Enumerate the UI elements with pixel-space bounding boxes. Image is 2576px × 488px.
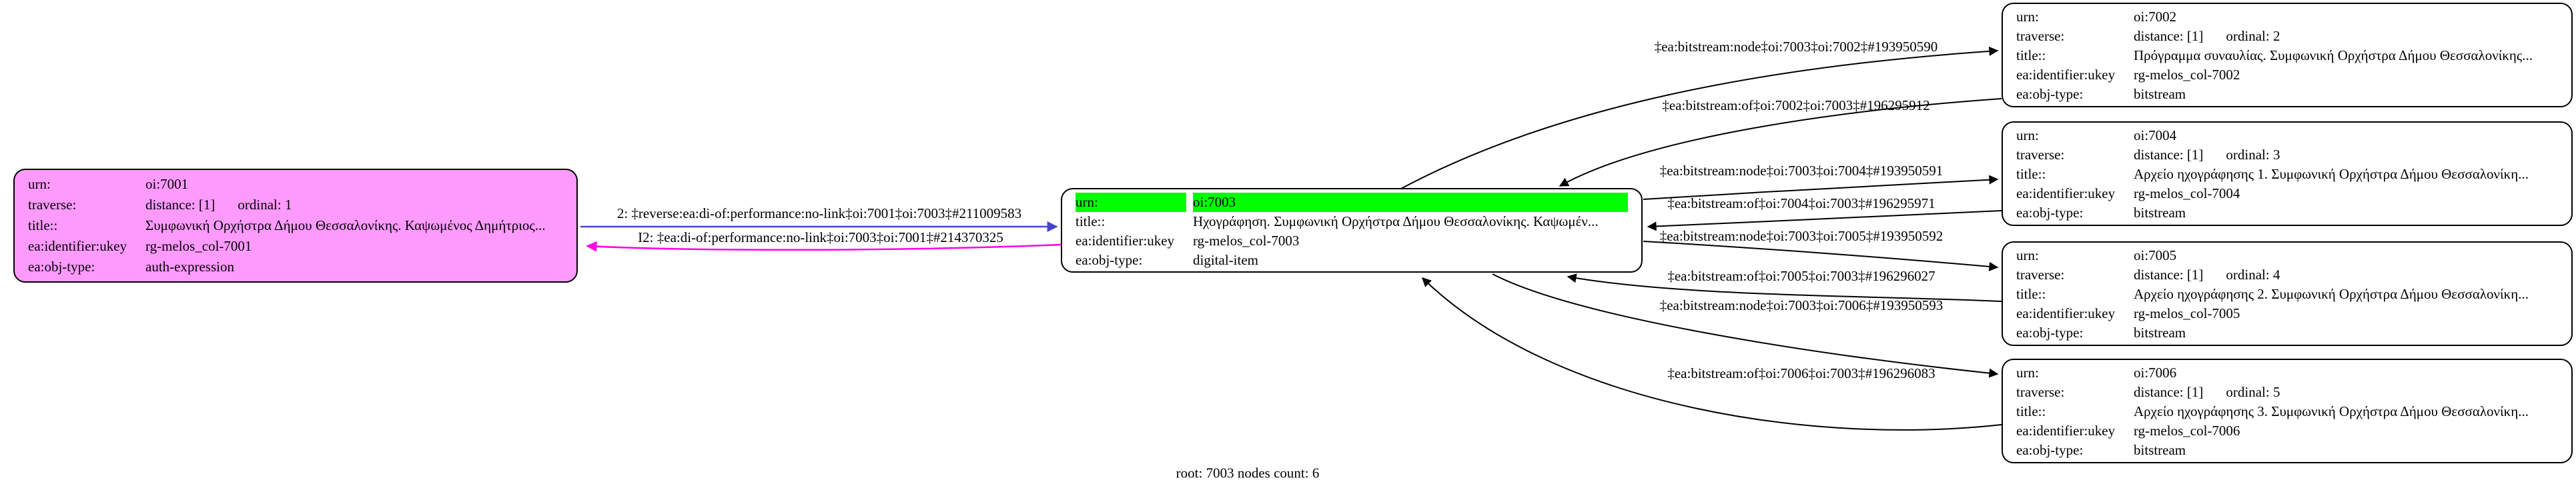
node-row: urn:oi:7004 [2016,127,2177,143]
node-row: traverse:distance: [1]ordinal: 4 [2016,267,2280,283]
edge-label-node-7003-7005: ‡ea:bitstream:node‡oi:7003‡oi:7005‡#1939… [1659,228,1944,244]
node-row: title::Πρόγραμμα συναυλίας. Συμφωνική Ορ… [2016,47,2533,63]
node-row: traverse:distance: [1]ordinal: 5 [2016,384,2280,400]
node-row: traverse:distance: [1]ordinal: 1 [28,197,292,213]
edge-of-7002-7003 [1559,98,2002,187]
node-row-highlighted: urn:oi:7003 [1062,193,1641,212]
node-row: title::Αρχείο ηχογράφησης 2. Συμφωνική Ο… [2016,286,2529,302]
edge-label-of-7005-7003: ‡ea:bitstream:of‡oi:7005‡oi:7003‡#196296… [1667,268,1936,284]
edge-node-7003-7006 [1492,273,1999,378]
edge-node-7003-7005 [1643,241,1999,271]
edge-label-forward-7001-7003: 2: ‡reverse:ea:di-of:performance:no-link… [616,205,1022,221]
node-row: ea:obj-type:bitstream [2016,442,2186,458]
node-oi-7001[interactable]: urn:oi:7001 traverse:distance: [1]ordina… [13,169,578,283]
node-row: title::Αρχείο ηχογράφησης 3. Συμφωνική Ο… [2016,403,2529,419]
node-row: urn:oi:7001 [28,176,189,192]
node-oi-7003-root[interactable]: urn:oi:7003 title::Ηχογράφηση. Συμφωνική… [1061,188,1643,273]
node-row: ea:obj-type:bitstream [2016,86,2186,102]
node-row: ea:obj-type:bitstream [2016,325,2186,341]
edge-of-7006-7003 [1421,277,2002,431]
node-row: ea:obj-type:digital-item [1076,252,1258,268]
node-row: ea:obj-type:auth-expression [28,259,234,275]
node-row: urn:oi:7002 [2016,9,2177,25]
edge-label-back-7003-7001: I2: ‡ea:di-of:performance:no-link‡oi:700… [638,229,1003,245]
node-oi-7002[interactable]: urn:oi:7002 traverse:distance: [1]ordina… [2002,3,2573,107]
edge-of-7004-7003 [1647,210,2002,231]
node-row: traverse:distance: [1]ordinal: 3 [2016,147,2280,163]
edge-label-node-7003-7004: ‡ea:bitstream:node‡oi:7003‡oi:7004‡#1939… [1659,163,1944,179]
graph-caption: root: 7003 nodes count: 6 [1176,465,1320,481]
node-oi-7006[interactable]: urn:oi:7006 traverse:distance: [1]ordina… [2002,359,2573,463]
node-oi-7004[interactable]: urn:oi:7004 traverse:distance: [1]ordina… [2002,121,2573,226]
edge-label-node-7003-7006: ‡ea:bitstream:node‡oi:7003‡oi:7006‡#1939… [1659,297,1944,313]
node-oi-7005[interactable]: urn:oi:7005 traverse:distance: [1]ordina… [2002,241,2573,346]
edge-label-node-7003-7002: ‡ea:bitstream:node‡oi:7003‡oi:7002‡#1939… [1654,39,1938,55]
node-row: title::Αρχείο ηχογράφησης 1. Συμφωνική Ο… [2016,166,2529,182]
edge-of-7005-7003 [1567,273,2002,302]
edge-node-7003-7004 [1643,175,1999,200]
edge-label-of-7002-7003: ‡ea:bitstream:of‡oi:7002‡oi:7003‡#196295… [1662,97,1930,113]
node-row: ea:obj-type:bitstream [2016,205,2186,221]
edge-label-of-7006-7003: ‡ea:bitstream:of‡oi:7006‡oi:7003‡#196296… [1667,365,1936,381]
node-row: urn:oi:7006 [2016,365,2177,381]
edge-node-7003-7002 [1400,46,1999,189]
node-row: urn:oi:7005 [2016,247,2177,263]
edge-back-7003-7001 [586,241,1061,252]
node-row: title::Συμφωνική Ορχήστρα Δήμου Θεσσαλον… [28,217,546,233]
edge-label-of-7004-7003: ‡ea:bitstream:of‡oi:7004‡oi:7003‡#196295… [1667,195,1936,211]
node-row: traverse:distance: [1]ordinal: 2 [2016,28,2280,44]
node-row: title::Ηχογράφηση. Συμφωνική Ορχήστρα Δή… [1076,213,1599,229]
